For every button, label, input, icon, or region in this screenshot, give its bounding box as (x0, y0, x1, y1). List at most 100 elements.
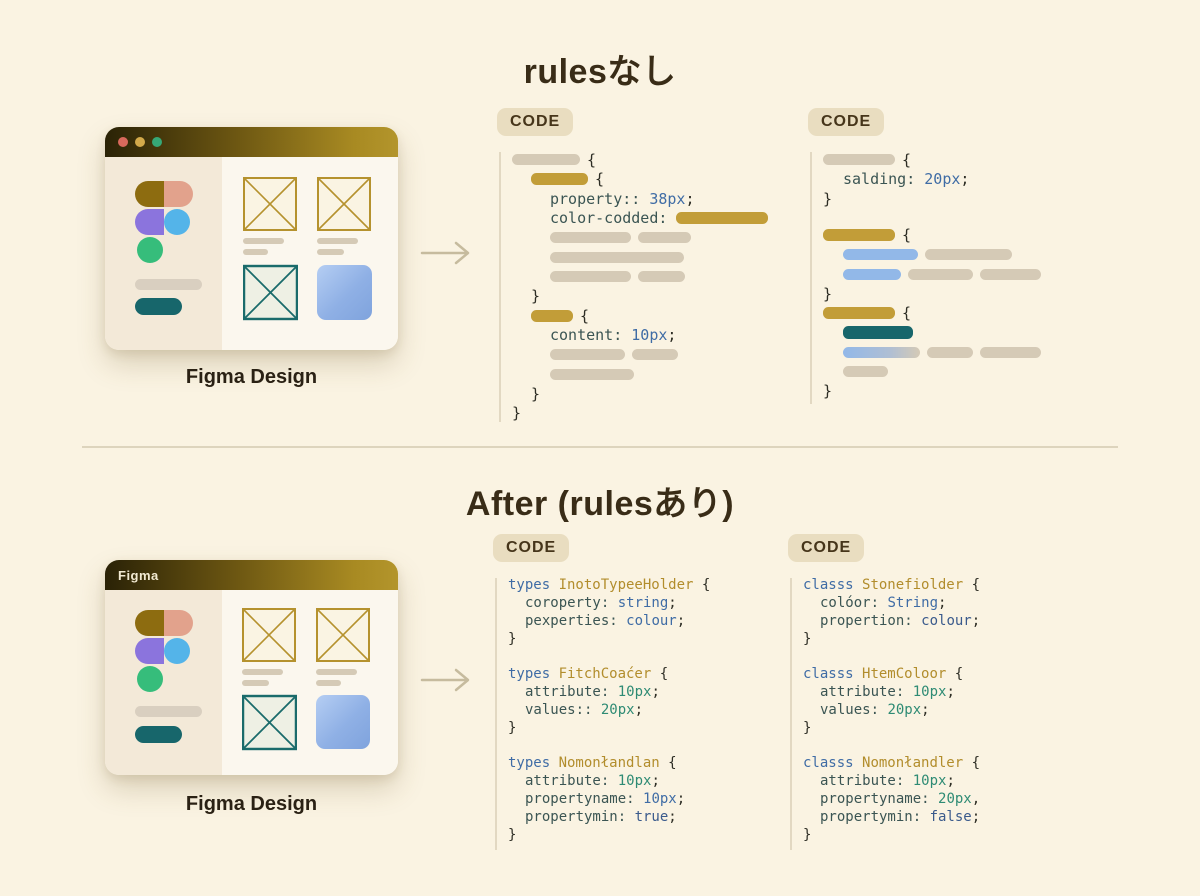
code-token: } (803, 631, 812, 647)
window-titlebar (105, 127, 398, 157)
code-token: propertyname: (525, 791, 644, 807)
code-token: 10px (912, 684, 947, 700)
code-token: } (531, 384, 541, 403)
code-token: } (823, 189, 833, 208)
code-token: propertyname: (820, 791, 939, 807)
traffic-light-red-icon (118, 137, 128, 147)
code-token: 10px (631, 326, 668, 345)
code-token: { (971, 577, 981, 593)
code-gutter-rule (499, 152, 501, 422)
text-placeholder-lines (316, 669, 357, 691)
sidebar-button-placeholder (135, 298, 182, 315)
code-token: 38px (649, 189, 686, 208)
code-token: Nomonłandlan (558, 755, 669, 771)
image-placeholder-icon (242, 608, 296, 662)
code-placeholder-pill (550, 368, 634, 380)
code-placeholder-pill (980, 346, 1041, 358)
code-token: content: (550, 326, 632, 345)
code-token: { (580, 306, 590, 325)
code-token: { (701, 577, 711, 593)
blue-image-placeholder (316, 695, 370, 749)
code-skeleton-lines: {{property:: 38px;color-codded: }{conten… (497, 150, 775, 423)
code-token: ; (651, 684, 660, 700)
code-placeholder-pill (550, 232, 631, 244)
window-main-area (222, 590, 398, 775)
code-placeholder-pill (512, 154, 580, 166)
window-body (105, 590, 398, 775)
code-placeholder-pill (843, 268, 901, 280)
code-token: } (803, 827, 812, 843)
code-text-lines: classs Stonefiolder { colóor: String; prop… (788, 576, 980, 844)
code-token: Stonefiolder (862, 577, 972, 593)
figma-window-after: Figma (105, 560, 398, 775)
code-token: ; (960, 170, 970, 189)
image-placeholder-icon (316, 608, 370, 662)
code-gutter-rule (790, 578, 792, 850)
blue-image-placeholder (317, 265, 372, 320)
code-token: { (954, 666, 964, 682)
code-placeholder-pill (980, 268, 1041, 280)
code-token: ; (676, 791, 686, 807)
code-token: attribute: (820, 773, 913, 789)
code-token: string (617, 595, 669, 611)
code-token: salding: (843, 170, 925, 189)
code-token: 10px (643, 791, 677, 807)
code-token: , (971, 791, 981, 807)
code-token: colóor: (820, 595, 888, 611)
code-badge: CODE (493, 534, 570, 562)
code-token: String (887, 595, 939, 611)
code-badge: CODE (808, 108, 885, 136)
code-token: 10px (617, 684, 652, 700)
code-token: Nomonłandler (862, 755, 972, 771)
code-token: classs (803, 755, 863, 771)
flow-arrow-icon (420, 241, 470, 265)
code-placeholder-pill (925, 249, 1012, 261)
image-placeholder-icon (243, 264, 298, 321)
code-token: ; (651, 773, 660, 789)
code-token: ; (676, 613, 686, 629)
code-token: } (512, 404, 522, 423)
code-token: { (668, 755, 677, 771)
code-placeholder-pill (927, 346, 973, 358)
code-token: { (659, 666, 669, 682)
window-title-text: Figma (118, 567, 159, 583)
code-token: 20px (887, 702, 922, 718)
code-token: propertymin: (820, 809, 930, 825)
code-text-lines: types InotoTypeeHolder {coroperty: strin… (493, 576, 710, 844)
code-badge: CODE (788, 534, 865, 562)
code-token: } (803, 720, 812, 736)
code-block-after-right: CODE classs Stonefiolder { colóor: String… (788, 534, 980, 850)
code-token: attribute: (525, 684, 618, 700)
image-placeholder-icon (242, 694, 297, 751)
sidebar-placeholder-line (135, 706, 202, 717)
code-badge: CODE (497, 108, 574, 136)
code-token: ; (946, 684, 955, 700)
code-token: 10px (617, 773, 652, 789)
code-token: { (902, 304, 912, 323)
code-placeholder-pill (908, 268, 973, 280)
code-token: propertymin: (525, 809, 635, 825)
code-token: { (971, 755, 981, 771)
code-placeholder-pill (843, 366, 888, 378)
code-token: ; (667, 326, 677, 345)
code-token: attribute: (525, 773, 618, 789)
code-token: } (508, 720, 517, 736)
figma-window-before (105, 127, 398, 350)
figma-caption-after: Figma Design (185, 793, 318, 815)
code-token: HtemColoor (862, 666, 955, 682)
code-token: { (902, 226, 912, 245)
code-token: pexperties: (525, 613, 627, 629)
code-token: colour (921, 613, 972, 629)
code-token: propertion: (820, 613, 922, 629)
code-token: true (634, 809, 669, 825)
code-token: classs (803, 666, 863, 682)
code-token: } (508, 631, 517, 647)
flow-arrow-icon (420, 668, 470, 692)
text-placeholder-lines (243, 238, 284, 260)
code-token: coroperty: (525, 595, 618, 611)
code-block-after-middle: CODE types InotoTypeeHolder {coroperty: … (493, 534, 710, 850)
code-token: types (508, 755, 559, 771)
code-token: { (587, 150, 597, 169)
code-token: attribute: (820, 684, 913, 700)
